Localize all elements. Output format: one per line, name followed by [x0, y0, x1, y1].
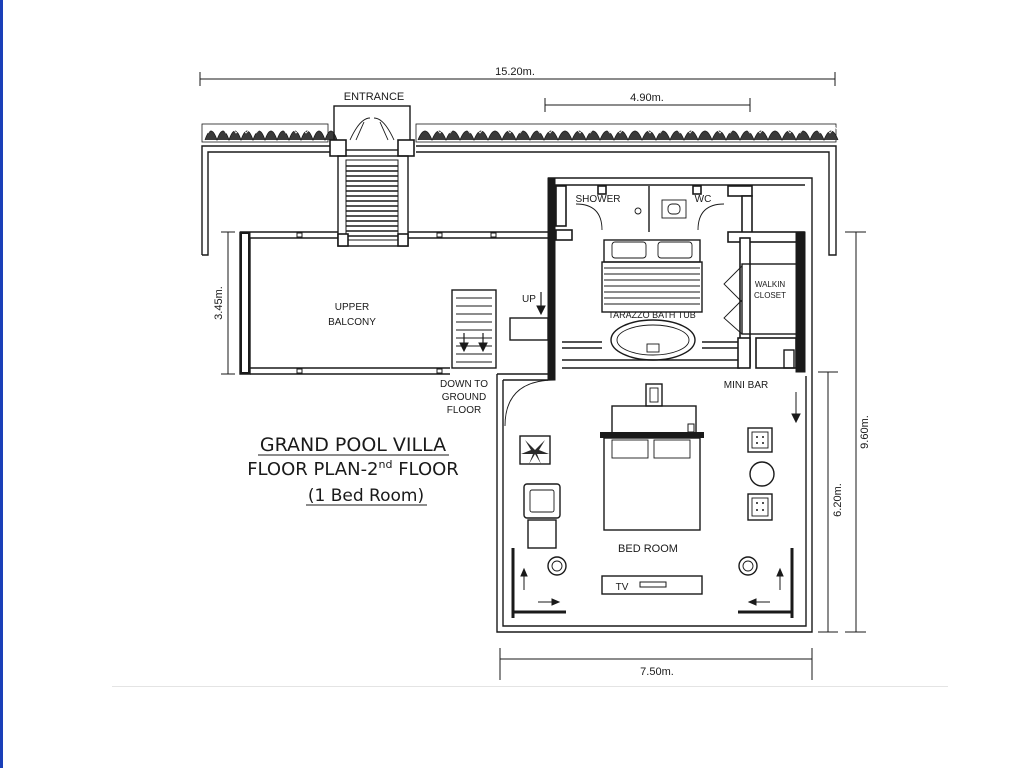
planter-hedge-left [201, 123, 338, 143]
entrance-label: ENTRANCE [344, 91, 405, 103]
perimeter-wall [201, 145, 837, 256]
title-line2-suffix: FLOOR [392, 459, 458, 480]
down-stair: DOWN TO GROUND FLOOR [440, 289, 549, 416]
balcony-label-line1: UPPER [335, 302, 369, 313]
dimension-bedroom-width-label: 7.50m. [640, 666, 674, 678]
title-line2-superscript: nd [379, 458, 393, 471]
down-label-line1: DOWN TO [440, 379, 488, 390]
dimension-balcony-depth-label: 3.45m. [213, 286, 225, 320]
bathroom-block: SHOWER WC TARAZZO BATH TUB [547, 177, 813, 373]
down-label-line2: GROUND [442, 392, 486, 403]
plan-title: GRAND POOL VILLA FLOOR PLAN-2nd FLOOR (1… [247, 434, 459, 506]
bedroom-label: BED ROOM [618, 543, 678, 555]
dimension-bathroom-width: 4.90m. [544, 92, 751, 112]
walkin-closet: WALKIN CLOSET [723, 263, 799, 335]
dimension-overall-depth: 9.60m. [845, 231, 871, 633]
page-edge-bottom [112, 686, 948, 687]
bed-icon [600, 383, 704, 531]
dimension-bathroom-width-label: 4.90m. [630, 92, 664, 104]
balcony-label-line2: BALCONY [328, 317, 376, 328]
title-line2-prefix: FLOOR PLAN-2 [247, 459, 378, 480]
wc-label: WC [695, 194, 712, 205]
plant-icon [519, 435, 551, 465]
dimension-overall-width: 15.20m. [199, 66, 836, 86]
upper-balcony: UPPER BALCONY [239, 231, 555, 375]
bath-tub-label: TARAZZO BATH TUB [608, 310, 696, 320]
up-arrow: UP [522, 292, 546, 316]
page-edge-left [0, 0, 3, 768]
side-table-icons [747, 427, 775, 521]
dimension-bedroom-depth-label: 6.20m. [832, 483, 844, 517]
title-line1: GRAND POOL VILLA [260, 434, 446, 456]
title-line3: (1 Bed Room) [308, 486, 424, 506]
armchair-icon [523, 483, 561, 549]
walkin-label-line2: CLOSET [754, 291, 786, 300]
up-label: UP [522, 294, 536, 305]
title-line2: FLOOR PLAN-2nd FLOOR [247, 458, 459, 480]
dimension-overall-depth-label: 9.60m. [859, 415, 871, 449]
lamp-icons [547, 556, 758, 576]
dimension-bedroom-width: 7.50m. [499, 648, 813, 680]
dimension-bedroom-depth: 6.20m. [818, 371, 844, 633]
dimension-balcony-depth: 3.45m. [213, 231, 235, 375]
toilet-icon [634, 199, 687, 219]
mini-bar-label: MINI BAR [724, 380, 768, 391]
tv-unit: TV [601, 575, 703, 595]
bedroom: MINI BAR [496, 337, 813, 633]
down-label-line3: FLOOR [447, 405, 481, 416]
entrance-stair: ENTRANCE [329, 91, 415, 247]
shower-label: SHOWER [576, 194, 621, 205]
bath-tub-icon [610, 319, 696, 361]
planter-hedge-right [415, 123, 861, 143]
sliding-door-arrows [511, 548, 794, 618]
walkin-label-line1: WALKIN [755, 280, 786, 289]
tv-label: TV [616, 582, 629, 593]
dimension-overall-width-label: 15.20m. [495, 66, 535, 78]
